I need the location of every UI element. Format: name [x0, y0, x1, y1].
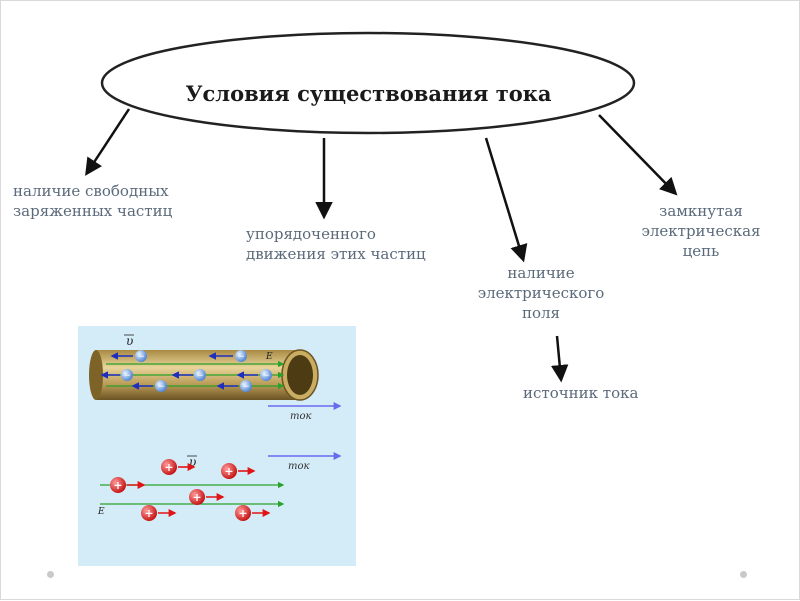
- proton-sign: +: [238, 507, 247, 520]
- proton: +: [189, 489, 205, 505]
- proton-sign: +: [113, 479, 122, 492]
- proton: +: [235, 505, 251, 521]
- condition-free-charges: наличие свободных заряженных частиц: [13, 181, 233, 221]
- proton: +: [161, 459, 177, 475]
- condition-line: цепь: [682, 242, 720, 260]
- condition-closed-circuit: замкнутая электрическая цепь: [616, 201, 786, 261]
- electron-sign: −: [196, 371, 204, 381]
- condition-line: движения этих частиц: [246, 245, 426, 263]
- title-ellipse: [100, 31, 636, 135]
- condition-line: упорядоченного: [246, 225, 376, 243]
- electron: −: [155, 380, 167, 392]
- binder-hole-left: [47, 571, 54, 578]
- proton: +: [110, 477, 126, 493]
- condition-electric-field: наличие электрического поля: [456, 263, 626, 323]
- current-label-top: ток: [290, 411, 312, 422]
- condition-line: наличие: [507, 264, 575, 282]
- proton-sign: +: [164, 461, 173, 474]
- current-source-label: источник тока: [523, 384, 639, 402]
- electron-sign: −: [242, 382, 250, 392]
- field-label-bottom: E: [97, 507, 105, 517]
- current-label-bottom: ток: [288, 461, 310, 472]
- binder-hole-right: [740, 571, 747, 578]
- condition-line: наличие свободных: [13, 182, 169, 200]
- electron: −: [235, 350, 247, 362]
- illustration-svg: υ E − − − − − − − ток: [89, 334, 342, 521]
- condition-ordered-motion: упорядоченного движения этих частиц: [246, 224, 486, 264]
- condition-line: электрическая: [641, 222, 761, 240]
- arrow-to-current-source: [550, 335, 569, 383]
- velocity-label-bottom: υ: [189, 455, 196, 469]
- electron: −: [260, 369, 272, 381]
- proton: +: [221, 463, 237, 479]
- electron-sign: −: [262, 371, 270, 381]
- condition-line: поля: [521, 304, 561, 322]
- condition-line: электрического: [477, 284, 605, 302]
- arrow-to-electric-field: [484, 137, 528, 263]
- electron: −: [194, 369, 206, 381]
- conductor-illustration: υ E − − − − − − − ток: [78, 326, 356, 566]
- proton-sign: +: [144, 507, 153, 520]
- electron-sign: −: [157, 382, 165, 392]
- electron: −: [135, 350, 147, 362]
- electron-sign: −: [237, 352, 245, 362]
- proton: +: [141, 505, 157, 521]
- diagram-title: Условия существования тока: [185, 80, 552, 106]
- electron: −: [240, 380, 252, 392]
- condition-line: заряженных частиц: [13, 202, 173, 220]
- proton-sign: +: [192, 491, 201, 504]
- electron-sign: −: [137, 352, 145, 362]
- condition-line: замкнутая: [659, 202, 743, 220]
- electron-sign: −: [123, 371, 131, 381]
- arrow-to-free-charges: [85, 108, 131, 176]
- velocity-label-top: υ: [126, 334, 133, 348]
- electron: −: [121, 369, 133, 381]
- arrow-to-closed-circuit: [598, 114, 678, 196]
- field-label-top: E: [265, 352, 273, 362]
- proton-sign: +: [224, 465, 233, 478]
